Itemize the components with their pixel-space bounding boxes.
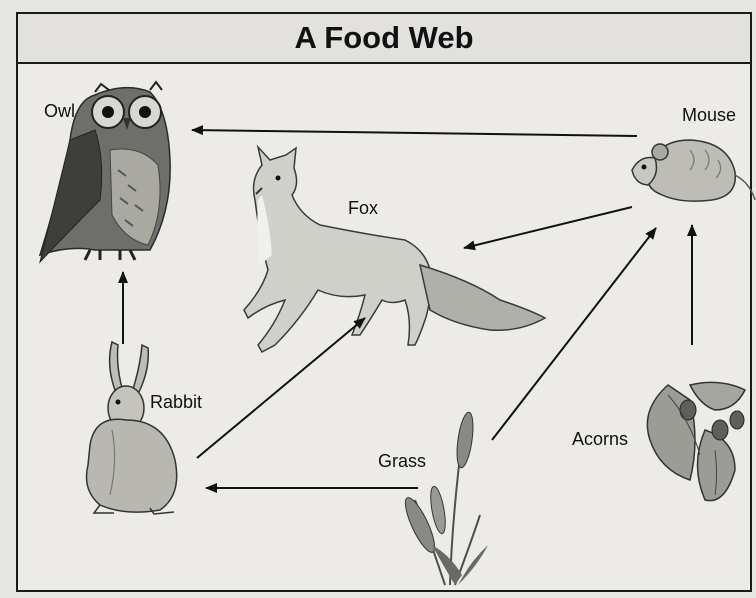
rabbit-illustration <box>87 342 177 514</box>
grass-label: Grass <box>378 451 426 471</box>
rabbit-label: Rabbit <box>150 392 202 412</box>
owl-label: Owl <box>44 101 75 121</box>
mouse-illustration <box>632 140 755 201</box>
arrow-mouse-to-fox <box>464 207 632 248</box>
mouse-label: Mouse <box>682 105 736 125</box>
grass-illustration <box>400 411 488 585</box>
acorns-label: Acorns <box>572 429 628 449</box>
acorns-illustration <box>647 382 745 500</box>
arrow-grass-to-mouse <box>492 228 656 440</box>
fox-label: Fox <box>348 198 378 218</box>
fox-illustration <box>244 147 545 352</box>
arrow-mouse-to-owl <box>192 130 637 136</box>
